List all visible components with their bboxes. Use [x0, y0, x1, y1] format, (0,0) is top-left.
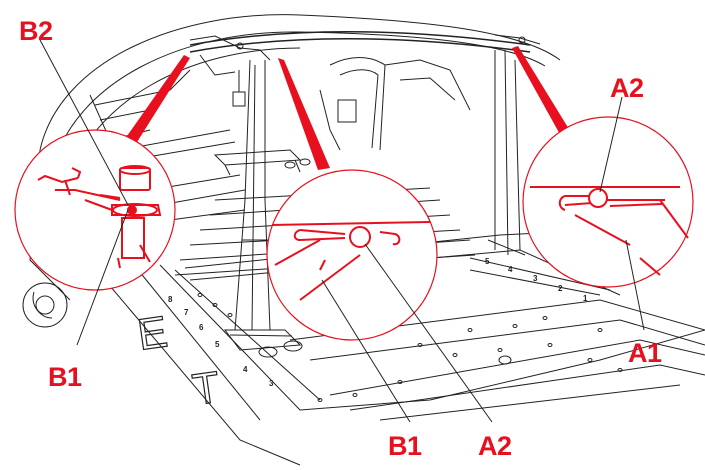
ruler-right-num: 5	[485, 257, 490, 266]
floor-letter-t: T	[190, 363, 223, 415]
wedge-right	[512, 46, 572, 138]
ruler-right-num: 1	[583, 294, 588, 303]
ruler-right-num: 2	[558, 284, 563, 293]
ruler-right-num: 4	[508, 265, 513, 274]
ruler-left-num: 6	[199, 323, 204, 332]
ruler-left-num: 7	[184, 308, 189, 317]
wedge-center	[278, 58, 330, 170]
ruler-left: 8 7 6 5 4 3	[168, 295, 274, 388]
label-b1-left: B1	[48, 362, 82, 392]
zoom-circle-center	[266, 169, 438, 341]
floor-holes	[197, 293, 623, 402]
label-b1-bottom: B1	[388, 431, 422, 461]
ruler-left-num: 3	[269, 379, 274, 388]
label-b2-top: B2	[19, 16, 53, 46]
callout-wedges	[120, 46, 572, 170]
zoom-circle-left	[14, 129, 176, 291]
wedge-left	[120, 55, 190, 150]
ruler-right-num: 3	[533, 274, 538, 283]
label-a1-right: A1	[628, 338, 662, 368]
ruler-left-num: 8	[168, 295, 173, 304]
label-a2-bottom: A2	[478, 431, 512, 461]
label-a2-top: A2	[610, 73, 644, 103]
zoom-circle-right	[522, 116, 694, 288]
ruler-left-num: 5	[215, 340, 220, 349]
leader-lines	[39, 39, 645, 423]
floor-letter-e: E	[135, 307, 171, 360]
ruler-left-num: 4	[243, 365, 248, 374]
ruler-right: 5 4 3 2 1	[485, 257, 588, 303]
